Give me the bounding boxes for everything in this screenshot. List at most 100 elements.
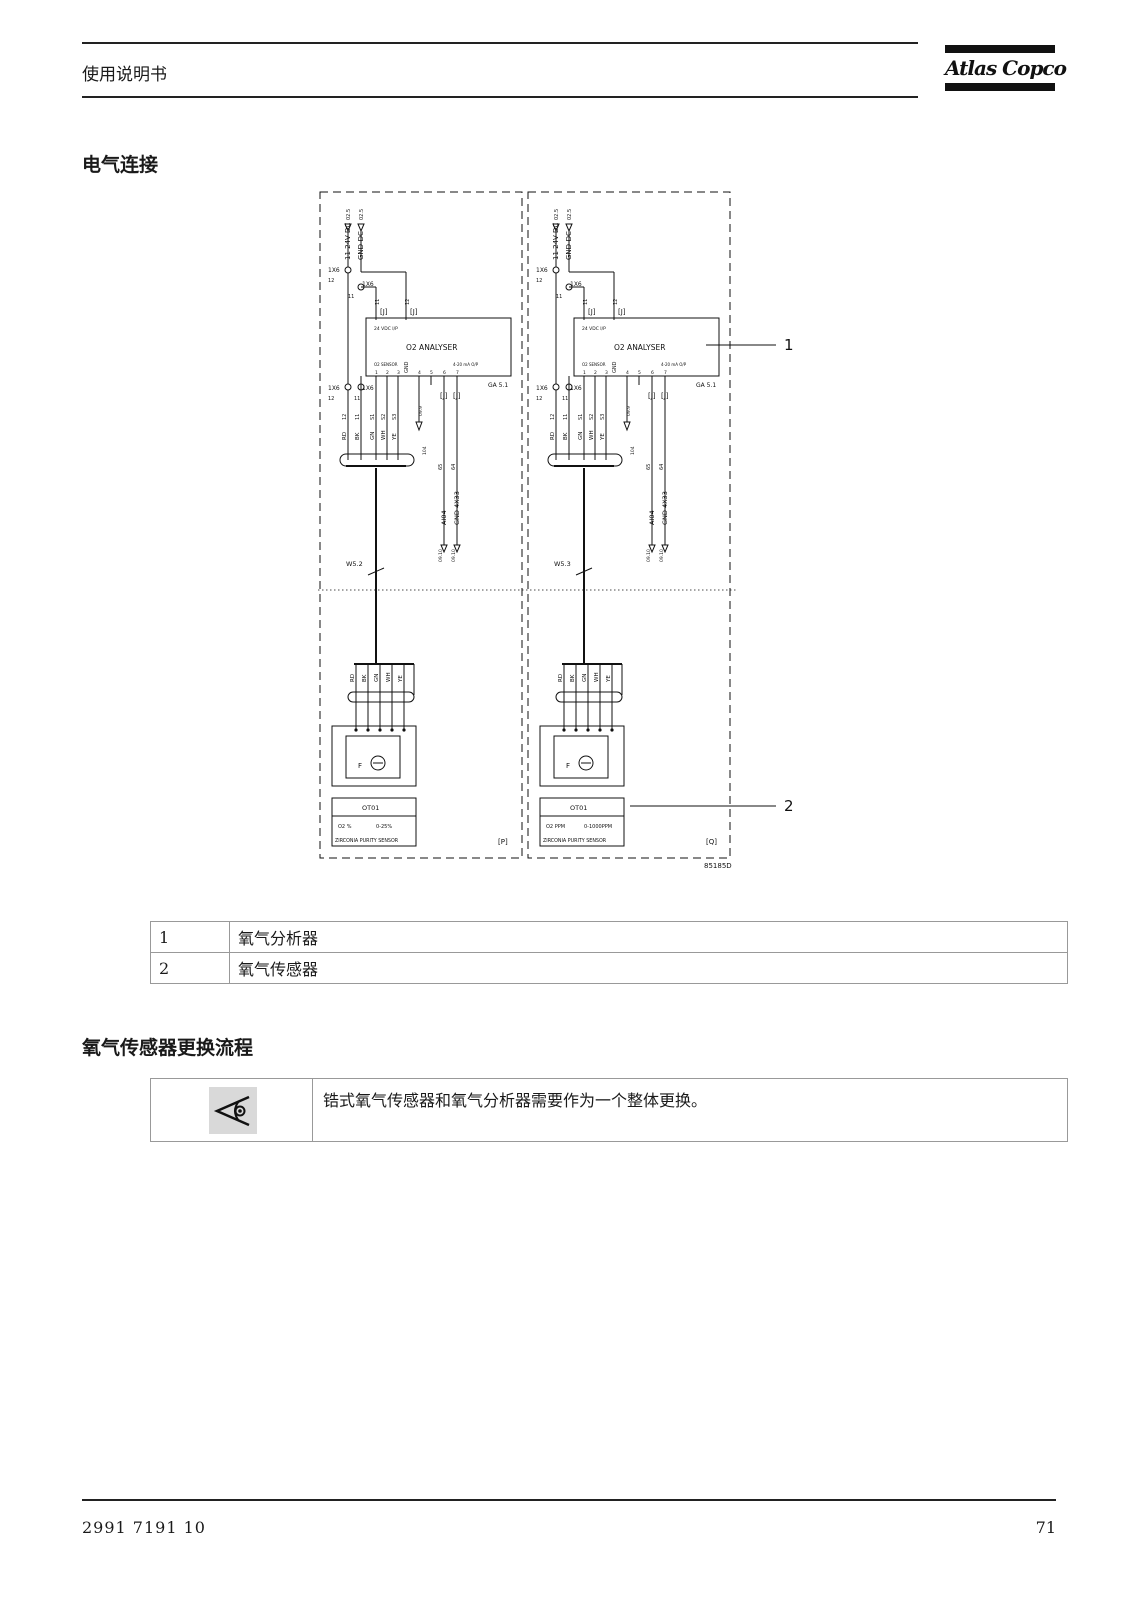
terminal-arrow [565,223,573,233]
terminal-label: 1X6 [362,385,374,392]
wire-number-label: 12 [342,414,348,420]
sensor-name: ZIRCONIA PURITY SENSOR [543,838,607,844]
output-ref-label: 09.10 [659,549,665,562]
analyser-pin-label: 3 [397,370,400,376]
sensor-range-label: O2 % [338,824,352,830]
sensor-range: 0-25% [376,824,392,830]
terminal-arrow [552,223,560,233]
header-rule-top [82,42,918,44]
cable-break-mark [367,567,385,576]
output-ref-label: 09.10 [646,549,652,562]
wire-termination [610,728,614,732]
diagram-panel-2: 02.511 24V-DC02.5GND-DC1X6121X6111112[J]… [527,191,731,859]
wire-color-label: WH [589,430,595,440]
wire-color-label: RD [342,432,348,440]
output-wire-label: AI04 [648,510,656,525]
panel-frame [319,191,523,859]
terminal-arrow [453,544,461,554]
wire-number-label: S2 [589,414,595,420]
analyser-pin-label: 4 [626,370,629,376]
brand-logo: Atlas Copco [945,45,1067,91]
wire-color-label: GN [374,674,380,682]
wire-color-label: GN [578,432,584,440]
wire-color-label: RD [550,432,556,440]
analyser-box [365,317,512,377]
sensor-body [331,725,417,787]
shield-wire-label: 104 [630,446,636,455]
shield-wire-label: 104 [422,446,428,455]
page-number: 71 [1035,1518,1056,1537]
wire-termination [574,728,578,732]
terminal-arrow [648,544,656,554]
wire-color-label: WH [594,672,600,682]
note-icon-cell [151,1079,313,1141]
legend-text: 氧气分析器 [229,921,1068,953]
terminal-label: 1X6 [362,281,374,288]
analyser-supply-label: 24 VDC I/P [582,326,606,332]
power-ref-label: 02.5 [359,209,365,220]
eye-icon [209,1087,257,1134]
power-ref-label: 02.5 [346,209,352,220]
callout-number: 1 [784,336,794,354]
cable-shield [347,691,415,703]
analyser-title: O2 ANALYSER [614,343,665,352]
analyser-gnd-label: GND [404,361,410,373]
cable-label: W5.3 [554,560,571,568]
sensor-element [345,735,401,779]
jumper-tag: [J] [410,308,418,316]
wire-color-label: YE [606,675,612,683]
sensor-tag: OT01 [362,804,379,812]
output-ref-label: 09.10 [451,549,457,562]
shield-ref-label: 09.9 [626,406,632,416]
wire-color-label: GN [370,432,376,440]
analyser-title: O2 ANALYSER [406,343,457,352]
shield-ref-label: 09.9 [418,406,424,416]
terminal-pin-label: 12 [328,278,334,284]
sensor-nameplate [539,797,625,847]
sensor-gauge-icon [578,755,594,771]
output-wire-label: GND 4X33 [453,491,461,525]
frame-tag: [Q] [706,838,717,846]
wire-number-label: 11 [563,414,569,420]
terminal-label: 1X6 [328,385,340,392]
wire-termination [366,728,370,732]
wire-number-label: S1 [578,414,584,420]
analyser-pin-label: 6 [651,370,654,376]
terminal-label: 1X6 [536,267,548,274]
legend-number: 2 [150,952,230,984]
analyser-pin-label: 6 [443,370,446,376]
manual-title: 使用说明书 [82,65,167,85]
wire-number-label: S2 [381,414,387,420]
terminal-pin-label: 11 [354,396,360,402]
jumper-tag: [J] [380,308,388,316]
sensor-letter: F [566,762,570,770]
wire-number-label: S3 [392,414,398,420]
note-text: 锆式氧气传感器和氧气分析器需要作为一个整体更换。 [323,1091,708,1110]
analyser-pin-label: 2 [386,370,389,376]
wire-color-label: YE [398,675,404,683]
jumper-tag: [J] [618,308,626,316]
analyser-pin-label: 5 [638,370,641,376]
analyser-supply-label: 24 VDC I/P [374,326,398,332]
output-ref-label: 09.10 [438,549,444,562]
jumper-tag: [J] [588,308,596,316]
terminal-pin-label: 11 [375,299,381,305]
terminal-arrow [415,421,423,432]
jumper-tag: [J] [440,392,448,400]
wire-number-label: S3 [600,414,606,420]
diagram-panel-1: 02.511 24V-DC02.5GND-DC1X6121X6111112[J]… [319,191,523,859]
section-title-replacement: 氧气传感器更换流程 [82,1037,254,1059]
panel-frame [527,191,731,859]
cable-shield [339,453,415,467]
legend-number: 1 [150,921,230,953]
wire-termination [354,728,358,732]
wire-termination [598,728,602,732]
jumper-tag: [J] [648,392,656,400]
legend-text: 氧气传感器 [229,952,1068,984]
sensor-nameplate [331,797,417,847]
analyser-pin-label: 7 [664,370,667,376]
wire-termination [586,728,590,732]
wire-termination [378,728,382,732]
analyser-pin-label: 2 [594,370,597,376]
wire-color-label: BK [570,674,576,682]
